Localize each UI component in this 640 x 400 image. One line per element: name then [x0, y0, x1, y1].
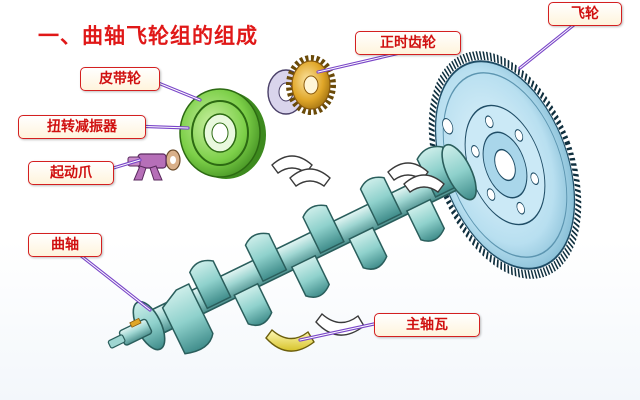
callout-torsional-damper: 扭转减振器 [18, 115, 146, 139]
callout-main-bearing: 主轴瓦 [374, 313, 480, 337]
starter-claw [127, 149, 181, 181]
callout-timing-gear: 正时齿轮 [355, 31, 461, 55]
timing-gear [267, 55, 336, 115]
callout-flywheel: 飞轮 [548, 2, 622, 26]
page-title: 一、曲轴飞轮组的组成 [38, 24, 258, 48]
callout-starter-claw: 起动爪 [28, 161, 114, 185]
flywheel [428, 51, 582, 279]
pulley-damper [179, 88, 266, 179]
main-bearing-lower [265, 312, 365, 352]
main-bearing-upper [271, 155, 445, 193]
crankshaft [107, 143, 477, 355]
callout-pulley: 皮带轮 [80, 67, 160, 91]
callout-crankshaft: 曲轴 [28, 233, 102, 257]
